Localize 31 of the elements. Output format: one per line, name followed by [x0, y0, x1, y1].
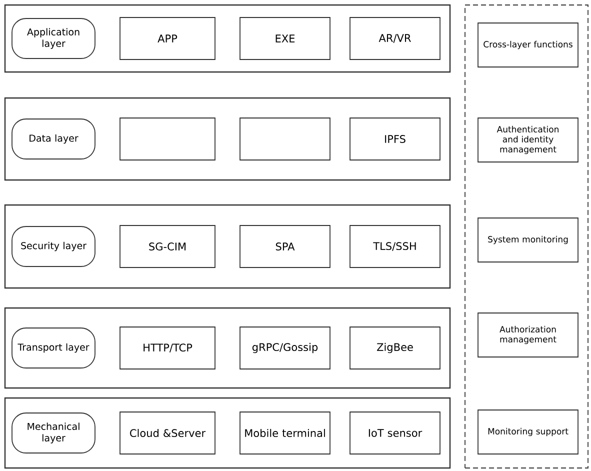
layer-label: Transport layer	[12, 328, 96, 368]
component-box: EXE	[240, 17, 330, 60]
layer-band	[4, 4, 451, 73]
component-box: gRPC/Gossip	[240, 326, 330, 370]
component-box: AR/VR	[350, 17, 440, 60]
layer-label: Security layer	[12, 226, 96, 267]
component-box	[120, 118, 216, 160]
component-box: IPFS	[350, 118, 440, 160]
function-box: Monitoring support	[478, 410, 578, 454]
function-box: Cross-layer functions	[478, 22, 578, 68]
component-box: Cloud &Server	[120, 412, 216, 454]
layer-band	[4, 97, 451, 181]
function-box: Authentication and identity management	[478, 118, 578, 162]
function-box: Authorization management	[478, 312, 578, 358]
component-box: ZigBee	[350, 326, 440, 370]
layer-label: Mechanical layer	[12, 412, 96, 454]
layer-band	[4, 397, 451, 469]
component-box	[240, 118, 330, 160]
component-box: SG-CIM	[120, 225, 216, 268]
component-box: IoT sensor	[350, 412, 440, 454]
component-box: TLS/SSH	[350, 225, 440, 268]
component-box: APP	[120, 17, 216, 60]
component-box: SPA	[240, 225, 330, 268]
cross-layer-panel	[464, 4, 588, 468]
function-box: System monitoring	[478, 218, 578, 262]
layer-label: Application layer	[12, 18, 96, 59]
layer-label: Data layer	[12, 118, 96, 160]
component-box: HTTP/TCP	[120, 326, 216, 370]
component-box: Mobile terminal	[240, 412, 330, 454]
layer-band	[4, 204, 451, 289]
layer-band	[4, 307, 451, 389]
